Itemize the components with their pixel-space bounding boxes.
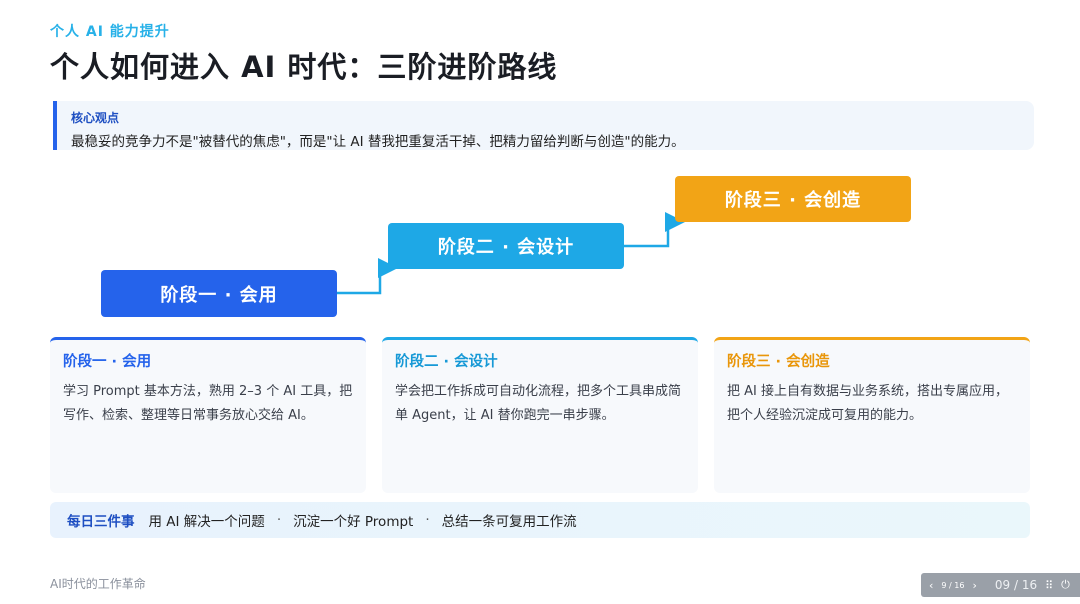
- daily-item: 用 AI 解决一个问题: [148, 514, 265, 530]
- separator-dot: ·: [276, 512, 282, 528]
- connector-2-3: [624, 212, 685, 248]
- page-title: 个人如何进入 AI 时代：三阶进阶路线: [50, 50, 558, 84]
- stage-two-box: 阶段二 · 会设计: [388, 223, 624, 269]
- prev-slide-button[interactable]: ‹: [929, 578, 934, 592]
- daily-item: 沉淀一个好 Prompt: [293, 514, 414, 530]
- stage-three-card: 阶段三 · 会创造 把 AI 接上自有数据与业务系统，搭出专属应用，把个人经验沉…: [714, 337, 1030, 493]
- mini-page-indicator: 9 / 16: [941, 580, 965, 590]
- separator-dot: ·: [425, 512, 430, 528]
- stage-three-box: 阶段三 · 会创造: [675, 176, 911, 222]
- card-title: 阶段三 · 会创造: [727, 354, 830, 370]
- kicker: 个人 AI 能力提升: [50, 24, 170, 40]
- card-text: 把 AI 接上自有数据与业务系统，搭出专属应用，把个人经验沉淀成可复用的能力。: [727, 384, 1008, 423]
- card-title: 阶段一 · 会用: [63, 354, 152, 370]
- footer-text: AI时代的工作革命: [50, 577, 146, 591]
- core-viewpoint-callout: 核心观点 最稳妥的竞争力不是"被替代的焦虑"，而是"让 AI 替我把重复活干掉、…: [53, 101, 1034, 150]
- daily-item: 总结一条可复用工作流: [441, 514, 577, 530]
- stage-two-card: 阶段二 · 会设计 学会把工作拆成可自动化流程，把多个工具串成简单 Agent，…: [382, 337, 698, 493]
- daily-label: 每日三件事: [67, 514, 135, 530]
- grid-icon[interactable]: ⠿: [1045, 578, 1054, 592]
- card-text: 学会把工作拆成可自动化流程，把多个工具串成简单 Agent，让 AI 替你跑完一…: [395, 384, 682, 423]
- card-title: 阶段二 · 会设计: [395, 354, 498, 370]
- connector-1-2: [337, 258, 398, 295]
- slide-pager: ‹ 9 / 16 › 09 / 16 ⠿ ⏻: [921, 573, 1080, 597]
- page-number: 09 / 16: [994, 578, 1038, 592]
- next-slide-button[interactable]: ›: [972, 578, 977, 592]
- card-text: 学习 Prompt 基本方法，熟用 2–3 个 AI 工具，把写作、检索、整理等…: [63, 384, 353, 423]
- daily-three-tasks-bar: 每日三件事 用 AI 解决一个问题 · 沉淀一个好 Prompt · 总结一条可…: [50, 502, 1030, 538]
- power-icon[interactable]: ⏻: [1061, 578, 1070, 591]
- stage-one-card: 阶段一 · 会用 学习 Prompt 基本方法，熟用 2–3 个 AI 工具，把…: [50, 337, 366, 493]
- stage-one-box: 阶段一 · 会用: [101, 270, 337, 317]
- callout-label: 核心观点: [71, 111, 120, 125]
- callout-text: 最稳妥的竞争力不是"被替代的焦虑"，而是"让 AI 替我把重复活干掉、把精力留给…: [71, 134, 685, 150]
